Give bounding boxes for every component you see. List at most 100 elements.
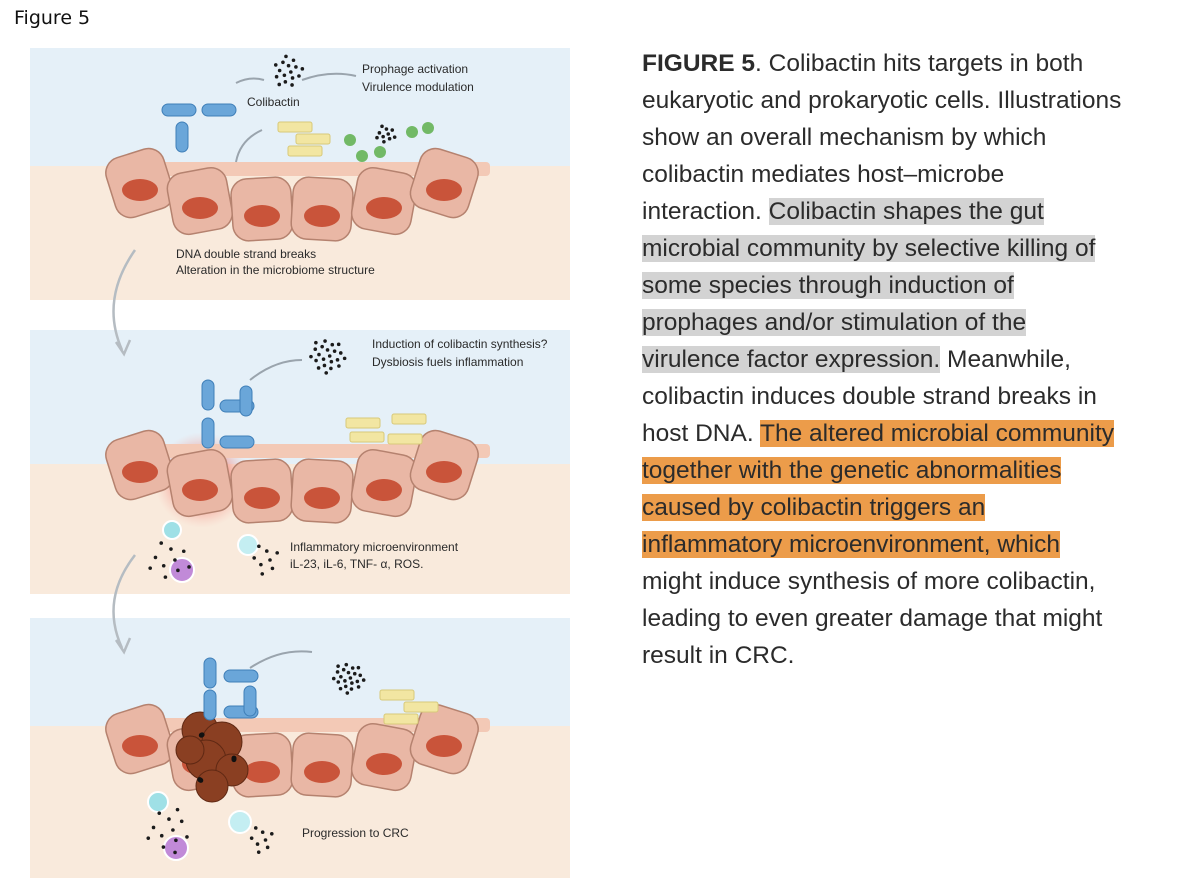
green-bacterium-icon bbox=[344, 134, 356, 146]
colibactin-molecule-icon bbox=[375, 135, 379, 140]
colibactin-molecule-icon bbox=[283, 80, 288, 84]
colibactin-molecule-icon bbox=[181, 549, 186, 554]
colibactin-molecule-icon bbox=[344, 662, 349, 667]
panel3-bottom-line1: Progression to CRC bbox=[302, 826, 409, 840]
bacterium-icon bbox=[201, 379, 215, 411]
colibactin-molecule-icon bbox=[338, 686, 343, 691]
cell-nucleus bbox=[426, 461, 462, 483]
colibactin-molecule-icon bbox=[386, 132, 391, 136]
colibactin-molecule-icon bbox=[327, 354, 332, 358]
tumor-nucleus-icon bbox=[231, 757, 237, 763]
arrow-icon bbox=[301, 72, 357, 81]
colibactin-molecule-icon bbox=[161, 845, 166, 849]
cell-nucleus bbox=[122, 461, 158, 483]
bacterium-icon bbox=[219, 435, 255, 449]
colibactin-molecule-icon bbox=[381, 134, 385, 139]
colibactin-molecule-icon bbox=[350, 681, 354, 685]
colibactin-molecule-icon bbox=[277, 82, 282, 87]
colibactin-molecule-icon bbox=[259, 562, 263, 567]
colibactin-molecule-icon bbox=[380, 124, 384, 129]
caption-text: Meanwhile, bbox=[940, 346, 1071, 373]
bacteria-group bbox=[146, 657, 439, 861]
colibactin-molecule-icon bbox=[185, 835, 189, 839]
colibactin-molecule-icon bbox=[324, 371, 329, 375]
colibactin-molecule-icon bbox=[274, 74, 279, 79]
commensal-bacterium-icon bbox=[349, 431, 385, 443]
colibactin-molecule-icon bbox=[337, 364, 341, 368]
cell-nucleus bbox=[304, 205, 340, 227]
commensal-bacterium-icon bbox=[379, 689, 415, 701]
arrow-head-icon bbox=[114, 339, 132, 357]
colibactin-molecule-icon bbox=[290, 76, 295, 80]
colibactin-molecule-icon bbox=[332, 349, 337, 353]
colibactin-molecule-icon bbox=[355, 679, 360, 684]
figure-illustration: Colibactin Prophage activation Virulence… bbox=[30, 48, 570, 878]
colibactin-molecule-icon bbox=[329, 366, 333, 371]
green-bacterium-icon bbox=[374, 146, 386, 158]
colibactin-molecule-icon bbox=[273, 63, 278, 67]
colibactin-molecule-icon bbox=[157, 811, 162, 815]
colibactin-molecule-icon bbox=[264, 549, 269, 553]
colibactin-molecule-icon bbox=[265, 845, 270, 850]
bacterium-icon bbox=[161, 103, 197, 117]
colibactin-molecule-icon bbox=[187, 565, 191, 569]
colibactin-molecule-icon bbox=[252, 556, 256, 560]
colibactin-molecule-icon bbox=[330, 342, 335, 347]
caption-line: show an overall mechanism by which bbox=[642, 119, 1194, 156]
figure-caption: FIGURE 5. Colibactin hits targets in bot… bbox=[642, 45, 1194, 674]
caption-text: colibactin induces double strand breaks … bbox=[642, 383, 1097, 410]
caption-text: show an overall mechanism by which bbox=[642, 124, 1047, 151]
caption-line: colibactin induces double strand breaks … bbox=[642, 378, 1194, 415]
colibactin-molecule-icon bbox=[309, 354, 313, 359]
arrow-head-icon bbox=[114, 637, 132, 655]
colibactin-molecule-icon bbox=[257, 544, 261, 549]
colibactin-molecule-icon bbox=[343, 679, 347, 683]
commensal-bacterium-icon bbox=[287, 145, 323, 157]
colibactin-molecule-icon bbox=[321, 357, 326, 361]
epithelium-layer bbox=[105, 147, 490, 242]
cell-nucleus bbox=[304, 487, 340, 509]
colibactin-molecule-icon bbox=[314, 340, 318, 345]
colibactin-molecule-icon bbox=[179, 819, 184, 824]
colibactin-molecule-icon bbox=[350, 666, 355, 670]
cell-nucleus bbox=[426, 179, 462, 201]
panel2-bottom-line1: Inflammatory microenvironment bbox=[290, 540, 459, 554]
colibactin-molecule-icon bbox=[159, 541, 164, 545]
caption-text: Colibactin hits targets in both bbox=[768, 50, 1084, 77]
colibactin-molecule-icon bbox=[289, 70, 293, 74]
colibactin-molecule-icon bbox=[352, 671, 357, 676]
caption-line: interaction. Colibactin shapes the gut bbox=[642, 193, 1194, 230]
panel-2: Induction of colibactin synthesis? Dysbi… bbox=[30, 330, 570, 594]
caption-line: prophages and/or stimulation of the bbox=[642, 304, 1194, 341]
colibactin-molecule-icon bbox=[260, 572, 265, 576]
caption-highlight-gray: some species through induction of bbox=[642, 272, 1014, 299]
cell-nucleus bbox=[244, 487, 280, 509]
colibactin-molecule-icon bbox=[270, 566, 275, 571]
lumen-background bbox=[30, 618, 570, 726]
colibactin-molecule-icon bbox=[382, 139, 386, 144]
colibactin-molecule-icon bbox=[163, 575, 168, 579]
colibactin-molecule-icon bbox=[336, 664, 340, 668]
green-bacterium-icon bbox=[422, 122, 434, 134]
immune-cell-icon bbox=[162, 520, 182, 540]
caption-text: eukaryotic and prokaryotic cells. Illust… bbox=[642, 87, 1122, 114]
colibactin-molecule-icon bbox=[176, 568, 180, 573]
caption-highlight-orange: The altered microbial community bbox=[760, 420, 1115, 447]
colibactin-molecule-icon bbox=[316, 366, 321, 370]
panel2-note-line1: Induction of colibactin synthesis? bbox=[372, 337, 548, 351]
bacterium-icon bbox=[203, 657, 217, 689]
panel-3: Progression to CRC bbox=[30, 618, 570, 878]
colibactin-molecule-icon bbox=[343, 684, 348, 689]
caption-highlight-gray: Colibactin shapes the gut bbox=[768, 198, 1044, 225]
colibactin-molecule-icon bbox=[153, 555, 158, 560]
colibactin-molecule-icon bbox=[282, 73, 287, 78]
caption-line: result in CRC. bbox=[642, 637, 1194, 674]
colibactin-molecule-icon bbox=[377, 131, 382, 135]
panel2-note-line2: Dysbiosis fuels inflammation bbox=[372, 355, 523, 369]
caption-line: caused by colibactin triggers an bbox=[642, 489, 1194, 526]
colibactin-molecule-icon bbox=[174, 838, 178, 843]
colibactin-molecule-icon bbox=[335, 670, 340, 674]
arrow-icon bbox=[235, 77, 265, 84]
colibactin-molecule-icon bbox=[392, 135, 397, 139]
cell-nucleus bbox=[182, 197, 218, 219]
